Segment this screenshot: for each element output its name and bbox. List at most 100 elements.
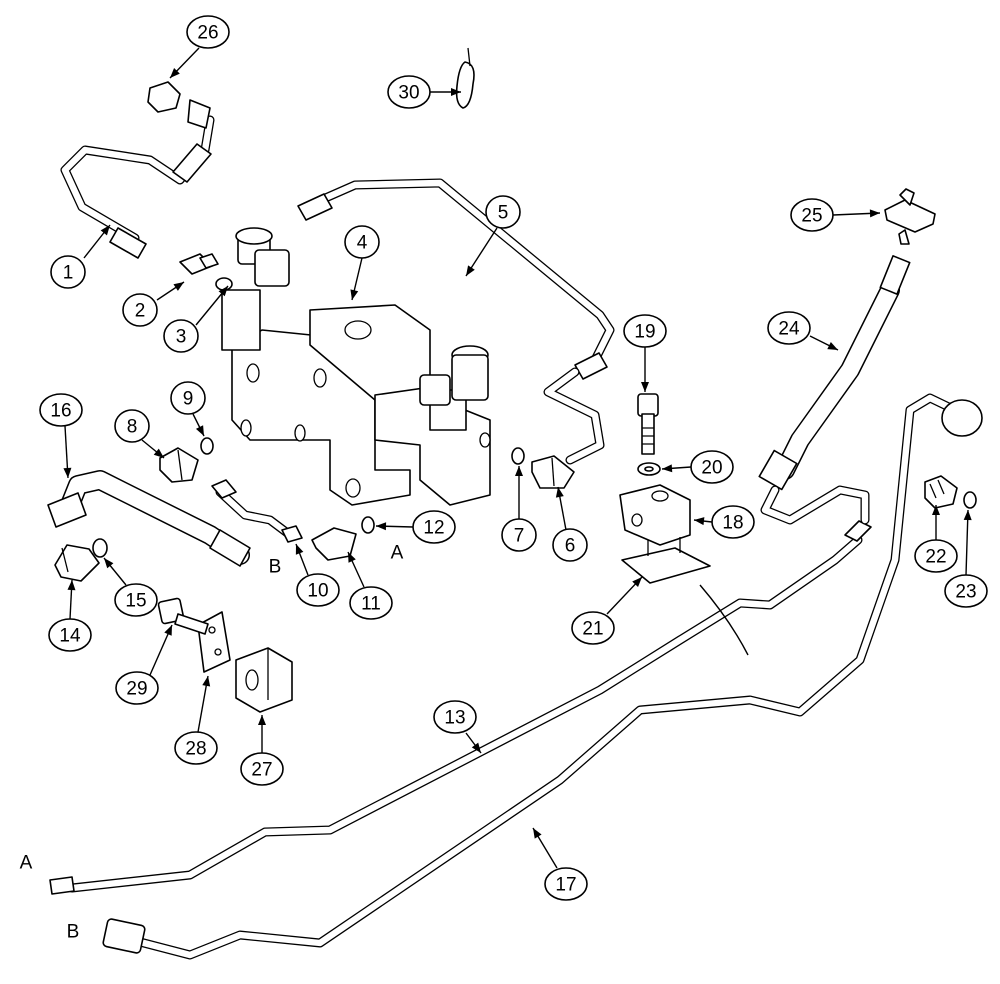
callout-number: 14 <box>59 626 81 647</box>
callout-1: 1 <box>50 255 86 289</box>
callout-number: 21 <box>582 619 603 640</box>
arrowhead-19 <box>641 382 649 392</box>
arrowhead-3 <box>218 286 228 297</box>
callout-bubble <box>485 195 521 229</box>
callout-bubble <box>711 505 755 539</box>
clamp-18 <box>619 484 691 546</box>
callout-bubble <box>186 15 230 49</box>
callout-number: 6 <box>565 536 576 557</box>
arrowhead-23 <box>963 510 972 521</box>
arrowhead-10 <box>295 544 304 555</box>
fitting-26 <box>147 81 181 113</box>
tee-25 <box>884 188 936 245</box>
callouts: 1234567891011121314151617181920212223242… <box>39 15 988 901</box>
fitting-10 <box>281 525 303 543</box>
callout-3: 3 <box>163 319 199 353</box>
tube-17 <box>102 393 983 960</box>
oring-12 <box>361 516 375 534</box>
arrowhead-11 <box>348 552 356 563</box>
arrowhead-17 <box>533 828 542 839</box>
arrowhead-28 <box>202 676 211 687</box>
callout-9: 9 <box>170 381 206 415</box>
arrowhead-20 <box>662 464 673 473</box>
callout-bubble <box>790 198 834 232</box>
tube-near-10 <box>211 479 295 540</box>
oring-7 <box>511 447 525 465</box>
plate-21 <box>621 537 711 584</box>
callout-number: 16 <box>50 401 71 422</box>
callout-bubble <box>387 75 431 109</box>
callout-28: 28 <box>174 731 218 765</box>
letter-b-hose: B <box>269 557 282 578</box>
arrowhead-22 <box>932 505 940 515</box>
arrowhead-12 <box>376 522 387 531</box>
callout-bubble <box>914 539 958 573</box>
callout-24: 24 <box>767 311 811 345</box>
callout-18: 18 <box>711 505 755 539</box>
callout-bubble <box>174 731 218 765</box>
callout-bubble <box>767 311 811 345</box>
callout-number: 13 <box>444 708 465 729</box>
oring-15 <box>92 538 108 558</box>
letter-b-tube: B <box>67 922 80 943</box>
oring-9 <box>200 437 214 455</box>
callout-number: 29 <box>126 679 147 700</box>
callout-bubble <box>50 255 86 289</box>
callout-bubble <box>114 409 150 443</box>
callout-bubble <box>623 314 667 348</box>
callout-number: 19 <box>634 322 655 343</box>
arrowhead-29 <box>164 625 172 636</box>
callout-21: 21 <box>571 611 615 645</box>
fitting-2 <box>179 253 219 275</box>
callout-7: 7 <box>501 518 537 552</box>
callout-number: 15 <box>125 591 146 612</box>
callout-bubble <box>552 528 588 562</box>
callout-number: 30 <box>398 83 419 104</box>
callout-number: 20 <box>701 458 722 479</box>
callout-bubble <box>690 450 734 484</box>
callout-bubble <box>115 671 159 705</box>
callout-bubble <box>412 510 456 544</box>
callout-bubble <box>240 752 284 786</box>
arrowhead-8 <box>153 448 164 458</box>
callout-bubble <box>349 586 393 620</box>
callout-number: 11 <box>361 594 381 615</box>
callout-number: 26 <box>197 23 218 44</box>
callout-number: 9 <box>183 389 194 410</box>
callout-bubble <box>114 583 158 617</box>
washer-20 <box>637 462 661 476</box>
arrowhead-21 <box>632 577 642 588</box>
callout-bubble <box>48 618 92 652</box>
letters: A B A B <box>20 543 404 943</box>
callout-number: 22 <box>925 547 946 568</box>
callout-number: 3 <box>176 327 187 348</box>
callout-19: 19 <box>623 314 667 348</box>
callout-number: 1 <box>63 263 74 284</box>
leader-23 <box>965 509 969 576</box>
leader-lines <box>63 47 972 869</box>
callout-number: 23 <box>955 582 976 603</box>
callout-bubble <box>571 611 615 645</box>
fitting-14 <box>54 544 100 582</box>
hose-1 <box>60 99 215 259</box>
fitting-3 <box>215 277 233 291</box>
arrowhead-30 <box>451 88 461 96</box>
callout-14: 14 <box>48 618 92 652</box>
callout-bubble <box>501 518 537 552</box>
callout-16: 16 <box>39 393 83 427</box>
tube-bend <box>699 584 749 656</box>
callout-bubble <box>163 319 199 353</box>
callout-number: 2 <box>135 301 146 322</box>
bolt-19 <box>637 393 659 455</box>
callout-number: 5 <box>498 203 509 224</box>
arrowhead-5 <box>466 265 475 276</box>
hose-24 <box>758 255 911 525</box>
arrowhead-15 <box>104 558 114 569</box>
arrowhead-4 <box>350 289 359 300</box>
arrowhead-7 <box>515 466 523 476</box>
fitting-22 <box>924 475 958 509</box>
arrowhead-18 <box>694 517 705 526</box>
arrowhead-27 <box>258 715 266 725</box>
callout-8: 8 <box>114 409 150 443</box>
